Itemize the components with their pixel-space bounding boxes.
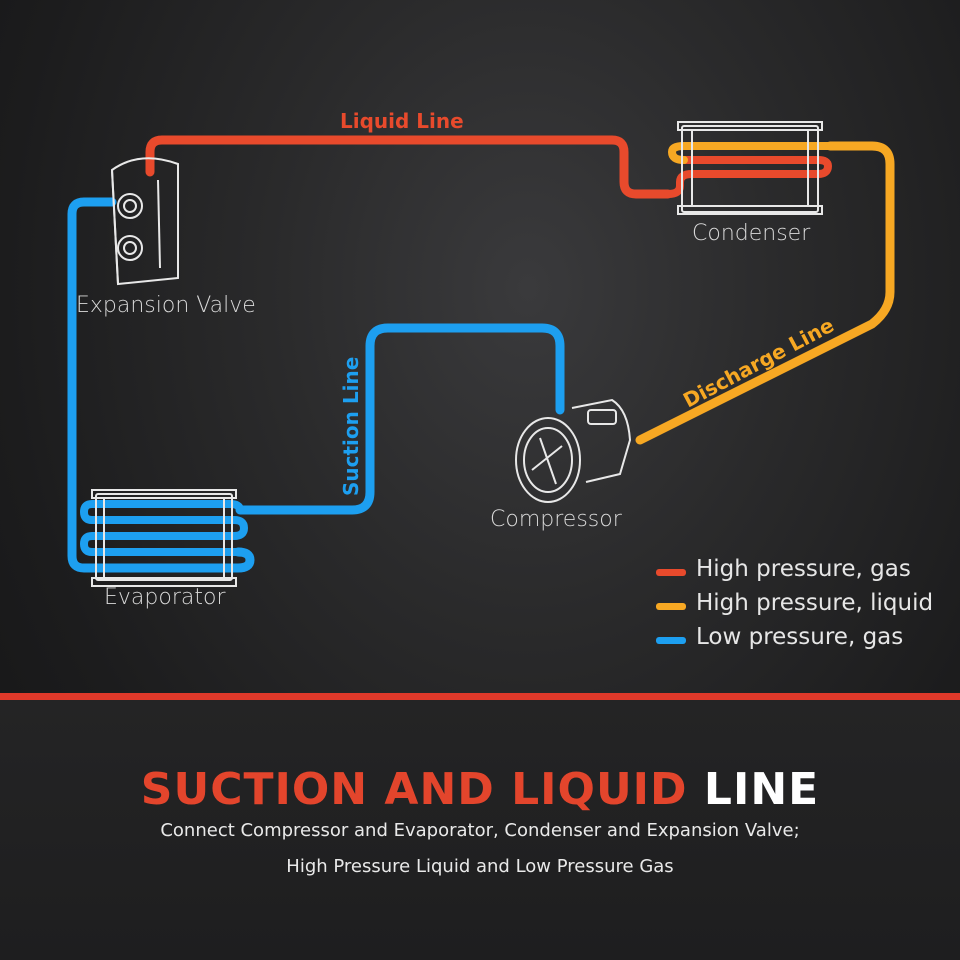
legend-label: Low pressure, gas <box>696 624 904 650</box>
condenser-coil-lower <box>668 142 834 164</box>
legend-swatch-orange <box>656 602 686 610</box>
low-pressure-return-pipe <box>67 197 255 573</box>
condenser-coil-upper <box>664 156 832 198</box>
evaporator-label: Evaporator <box>104 585 226 610</box>
legend-item-high-pressure-gas: High pressure, gas <box>656 552 933 586</box>
section-divider <box>0 693 960 700</box>
evaporator-coil <box>80 500 248 556</box>
legend-label: High pressure, gas <box>696 556 911 582</box>
caption-panel <box>0 700 960 960</box>
headline-accent: SUCTION AND LIQUID <box>140 764 688 815</box>
discharge-line-label: Discharge Line <box>679 313 838 413</box>
evaporator-unit <box>91 489 237 587</box>
suction-line-pipe <box>235 323 565 515</box>
headline: SUCTION AND LIQUID LINE <box>0 764 960 815</box>
expansion-valve-label: Expansion Valve <box>76 293 256 318</box>
discharge-line-pipe <box>635 141 895 445</box>
compressor-unit <box>515 398 632 503</box>
compressor-label: Compressor <box>490 507 623 532</box>
legend-item-high-pressure-liquid: High pressure, liquid <box>656 586 933 620</box>
condenser-unit <box>677 121 823 215</box>
condenser-label: Condenser <box>692 221 811 246</box>
headline-plain: LINE <box>703 764 820 815</box>
expansion-valve-unit <box>110 157 179 286</box>
subtitle-line-1: Connect Compressor and Evaporator, Conde… <box>160 820 800 841</box>
liquid-line-pipe <box>145 135 673 199</box>
refrigerant-cycle-diagram: Expansion Valve Condenser Compressor Eva… <box>67 109 895 610</box>
pressure-legend: High pressure, gas High pressure, liquid… <box>656 552 933 654</box>
legend-label: High pressure, liquid <box>696 590 934 616</box>
liquid-line-label: Liquid Line <box>340 109 464 133</box>
subtitle-line-2: High Pressure Liquid and Low Pressure Ga… <box>286 856 674 877</box>
legend-swatch-blue <box>656 636 686 644</box>
suction-line-label: Suction Line <box>339 357 363 496</box>
legend-item-low-pressure-gas: Low pressure, gas <box>656 620 933 654</box>
legend-swatch-red <box>656 568 686 576</box>
